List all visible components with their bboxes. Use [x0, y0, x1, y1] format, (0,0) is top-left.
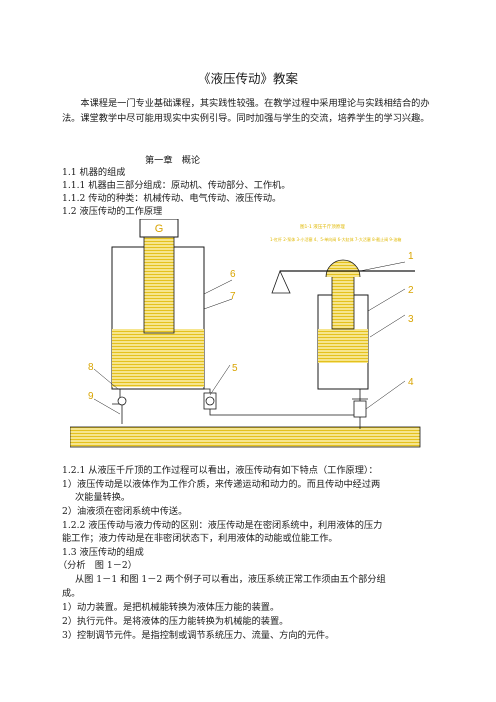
section-1-2: 1.2 液压传动的工作原理 [62, 206, 163, 217]
composition-intro-cont: 成。 [62, 588, 81, 599]
label-7: 7 [230, 291, 236, 302]
section-1-1-2: 1.1.2 传动的种类：机械传动、电气传动、液压传动。 [62, 193, 282, 204]
page-title: 《液压传动》教案 [197, 71, 298, 86]
component-3: 3）控制调节元件。是指控制或调节系统压力、流量、方向的元件。 [62, 630, 335, 641]
label-2: 2 [408, 285, 414, 296]
figure-parts: 1-杠杆 2-泵体 3-小活塞 4、5-单向阀 6-大缸体 7-大活塞 8-截止… [270, 236, 401, 242]
check-valve-4 [353, 400, 367, 418]
load-block [139, 219, 179, 238]
feature-1: 1）液压传动是以液体作为工作介质，来传递运动和动力的。而且传动中经过两 [62, 479, 381, 490]
section-1-3: 1.3 液压传动的组成 [62, 547, 144, 558]
label-3: 3 [408, 314, 414, 325]
large-piston-rod [143, 228, 175, 334]
label-6: 6 [230, 269, 236, 280]
leader-lines [93, 261, 406, 415]
section-1-1-1: 1.1.1 机器由三部分组成：原动机、传动部分、工作机。 [62, 180, 291, 191]
stop-valve-8 [117, 396, 127, 406]
large-cylinder-fluid [112, 329, 204, 387]
label-5: 5 [232, 363, 238, 374]
figure-title: 图1-1 液压千斤顶原理 [300, 223, 345, 230]
intro-paragraph: 本课程是一门专业基础课程，其实践性较强。在教学过程中采用理论与实践相结合的办法。… [62, 98, 430, 124]
label-4: 4 [408, 377, 414, 388]
oil-tank [70, 426, 421, 448]
oil-tank-fluid [70, 427, 420, 447]
composition-intro: 从图 1－1 和图 1－2 两个例子可以看出，液压系统正常工作须由五个部分组 [75, 574, 386, 585]
section-1-2-1: 1.2.1 从液压千斤顶的工作过程可以看出，液压传动有如下特点（工作原理）： [62, 465, 378, 476]
pump-fluid [318, 329, 368, 363]
section-1-2-2: 1.2.2 液压传动与液力传动的区别：液压传动是在密闭系统中，利用液体的压力 [62, 520, 383, 531]
load-label: G [155, 223, 164, 235]
small-piston [331, 270, 355, 330]
label-1: 1 [408, 251, 414, 262]
hydraulic-jack-diagram: G 1 2 3 4 5 6 7 8 9 图1-1 液压千斤顶原理 1-杠杆 2-… [70, 219, 421, 448]
label-8: 8 [88, 362, 94, 373]
lever-pivot [271, 269, 291, 294]
piston-head [325, 259, 361, 278]
component-1: 1）动力装置。是把机械能转换为液体压力能的装置。 [62, 602, 280, 613]
section-1-2-2-cont: 能工作；液力传动是在非密闭状态下，利用液体的动能或位能工作。 [62, 533, 338, 544]
feature-2: 2）油液须在密闭系统中传送。 [62, 506, 188, 517]
feature-1-cont: 次能量转换。 [75, 492, 131, 503]
component-2: 2）执行元件。是将液体的压力能转换为机械能的装置。 [62, 616, 289, 627]
check-valve-5-ball [205, 396, 215, 406]
connecting-pipe [209, 409, 360, 416]
section-1-1: 1.1 机器的组成 [62, 167, 126, 178]
label-9: 9 [88, 391, 94, 402]
chapter-heading: 第一章 概论 [145, 155, 201, 166]
analysis-note: （分析 图 1－2） [58, 560, 137, 571]
